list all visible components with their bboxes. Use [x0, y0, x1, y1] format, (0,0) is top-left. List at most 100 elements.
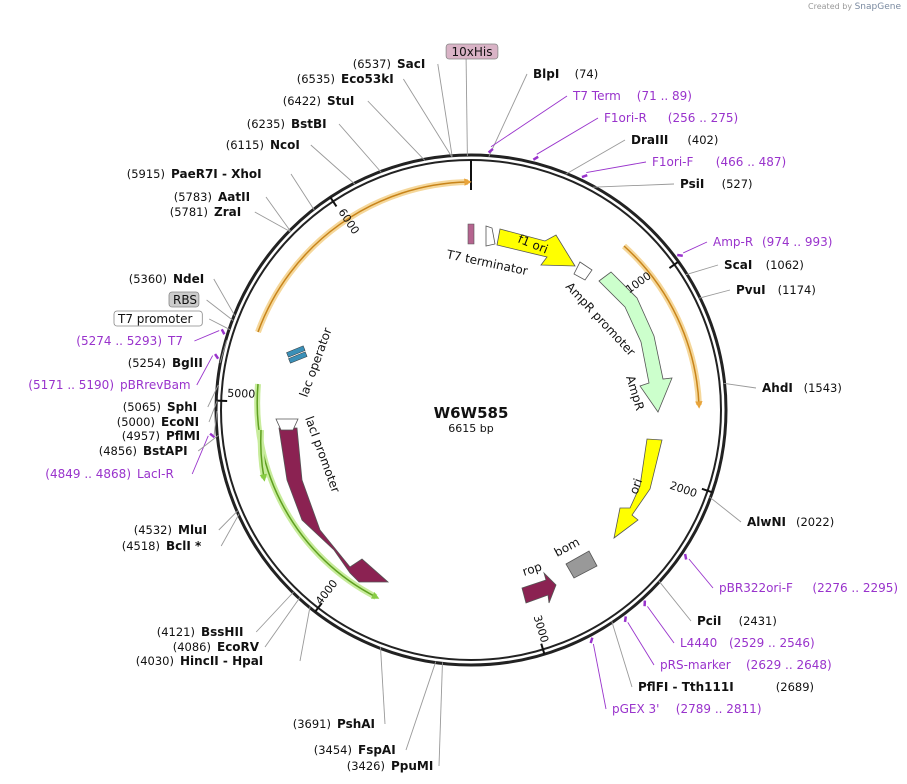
- primer-mark-pbrrevbam: [214, 353, 220, 360]
- site-pos-ecorv: (4086): [173, 640, 211, 654]
- site-name-ecorv: EcoRV: [217, 640, 260, 654]
- site-pos-laci-r: (4849 .. 4868): [45, 467, 131, 481]
- site-pos-bstbi: (6235): [247, 117, 285, 131]
- leader-f1ori-r: [536, 117, 599, 155]
- t7-terminator-marker: [467, 223, 475, 245]
- site-pos-pshai: (3691): [293, 717, 331, 731]
- leader-pbr322ori-f: [688, 558, 714, 589]
- site-pos-stui: (6422): [283, 94, 321, 108]
- f1-ori-arrow: [496, 228, 576, 267]
- site-name-bstapi: BstAPI: [143, 444, 188, 458]
- site-name-pbr322ori-f: pBR322ori-F: [719, 581, 793, 595]
- site-pos-pvui: (1174): [778, 283, 816, 297]
- tick-mark-3000: [540, 643, 546, 655]
- backbone-outer: [214, 153, 728, 667]
- leader-f1ori-f: [586, 161, 647, 173]
- orf-arc-right-core: [623, 245, 703, 409]
- leader-ndei: [213, 278, 236, 317]
- plasmid-name: W6W585: [434, 404, 509, 422]
- site-name-t7-promoter: T7 promoter: [117, 312, 193, 326]
- site-name-pshai: PshAI: [337, 717, 375, 731]
- bom-box: [565, 550, 598, 579]
- orf-arc-top-left: [255, 179, 469, 334]
- leader-fspai: [405, 661, 437, 751]
- tick-label-3000: 3000: [531, 614, 552, 645]
- site-pos-ncoi: (6115): [226, 138, 264, 152]
- credit-prefix: Created by: [808, 2, 853, 11]
- leader-aatii: [265, 196, 291, 232]
- leader-t7: [194, 330, 220, 342]
- primer-mark-f1ori-f: [581, 174, 588, 179]
- leader-pcii: [658, 580, 692, 622]
- site-name-bstbi: BstBI: [291, 117, 327, 131]
- tick-label-4000: 4000: [313, 577, 340, 607]
- site-name-pflfi-tth111i: PflFI - Tth111I: [638, 680, 734, 694]
- leader-bstbi: [338, 123, 382, 173]
- tick-mark-1000: [668, 260, 679, 269]
- site-name-fspai: FspAI: [358, 743, 396, 757]
- site-pos-l4440: (2529 .. 2546): [729, 636, 815, 650]
- primer-mark-laci-r: [209, 432, 216, 439]
- feature-label-ori: ori: [627, 477, 645, 496]
- snapgene-logo: SnapGene: [854, 2, 901, 12]
- leader-bstapi: [197, 434, 219, 452]
- site-pos-bstapi: (4856): [99, 444, 137, 458]
- leader-t7-promoter: [208, 318, 231, 331]
- site-pos-alwni: (2022): [796, 515, 834, 529]
- site-name-pgex-3: pGEX 3': [612, 702, 659, 716]
- site-name-ahdi: AhdI: [762, 381, 793, 395]
- primer-mark-pbr322ori-f: [683, 553, 688, 560]
- site-pos-bsshii: (4121): [157, 625, 195, 639]
- site-pos-aatii: (5783): [174, 190, 212, 204]
- site-pos-bcli: (4518): [122, 539, 160, 553]
- leader-bglii: [219, 340, 228, 364]
- leader-alwni: [709, 496, 742, 523]
- site-pos-paer7i-xhoi: (5915): [127, 167, 165, 181]
- site-name-eco53ki: Eco53kI: [341, 72, 394, 86]
- site-name-pvui: PvuI: [736, 283, 766, 297]
- site-pos-ahdi: (1543): [804, 381, 842, 395]
- site-name-draiii: DraIII: [631, 133, 668, 147]
- ampr-arrow: [598, 271, 673, 413]
- site-label-layer: BlpI(74)T7 Term(71 .. 89)F1ori-R(256 .. …: [28, 43, 898, 773]
- ampr-promoter-arrow: [573, 261, 593, 281]
- t7-terminator-arrow: [485, 225, 496, 247]
- feature-label-t7-terminator: T7 terminator: [444, 247, 529, 278]
- site-pos-pflfi-tth111i: (2689): [776, 680, 814, 694]
- site-name-10xhis: 10xHis: [452, 45, 493, 59]
- site-pos-zrai: (5781): [170, 205, 208, 219]
- site-name-pcii: PciI: [697, 614, 722, 628]
- site-pos-t7-term: (71 .. 89): [637, 89, 692, 103]
- leader-mlui: [218, 510, 239, 531]
- site-name-aatii: AatII: [218, 190, 250, 204]
- tick-label-2000: 2000: [668, 479, 699, 500]
- primer-mark-f1ori-r: [532, 155, 539, 161]
- site-name-blpi: BlpI: [533, 67, 559, 81]
- rop-arrow: [521, 571, 557, 604]
- site-name-mlui: MluI: [178, 523, 207, 537]
- leader-eco53ki: [403, 78, 453, 157]
- primer-mark-pgex-3: [589, 637, 594, 644]
- ori-arrow: [613, 438, 663, 539]
- site-pos-psii: (527): [722, 177, 753, 191]
- leader-pshai: [380, 647, 386, 725]
- feature-label-ampr: AmpR: [623, 374, 647, 412]
- site-name-amp-r: Amp-R: [713, 235, 753, 249]
- leader-pvui: [698, 289, 731, 299]
- site-pos-bglii: (5254): [128, 356, 166, 370]
- feature-label-laci-promoter: lacI promoter: [302, 414, 343, 494]
- site-name-t7-term: T7 Term: [572, 89, 621, 103]
- leader-draiii: [565, 139, 626, 175]
- leader-t7-term: [490, 95, 568, 148]
- site-pos-t7: (5274 .. 5293): [76, 334, 162, 348]
- site-name-ndei: NdeI: [173, 272, 204, 286]
- feature-label-rop: rop: [521, 559, 544, 578]
- tick-label-5000: 5000: [227, 387, 255, 401]
- site-pos-saci: (6537): [353, 57, 391, 71]
- site-pos-f1ori-f: (466 .. 487): [716, 155, 786, 169]
- laci-orf-outer-core: [256, 383, 380, 599]
- leader-prs-marker: [627, 622, 655, 666]
- site-name-t7: T7: [167, 334, 183, 348]
- site-name-f1ori-r: F1ori-R: [604, 111, 647, 125]
- leader-ecorv: [264, 597, 301, 648]
